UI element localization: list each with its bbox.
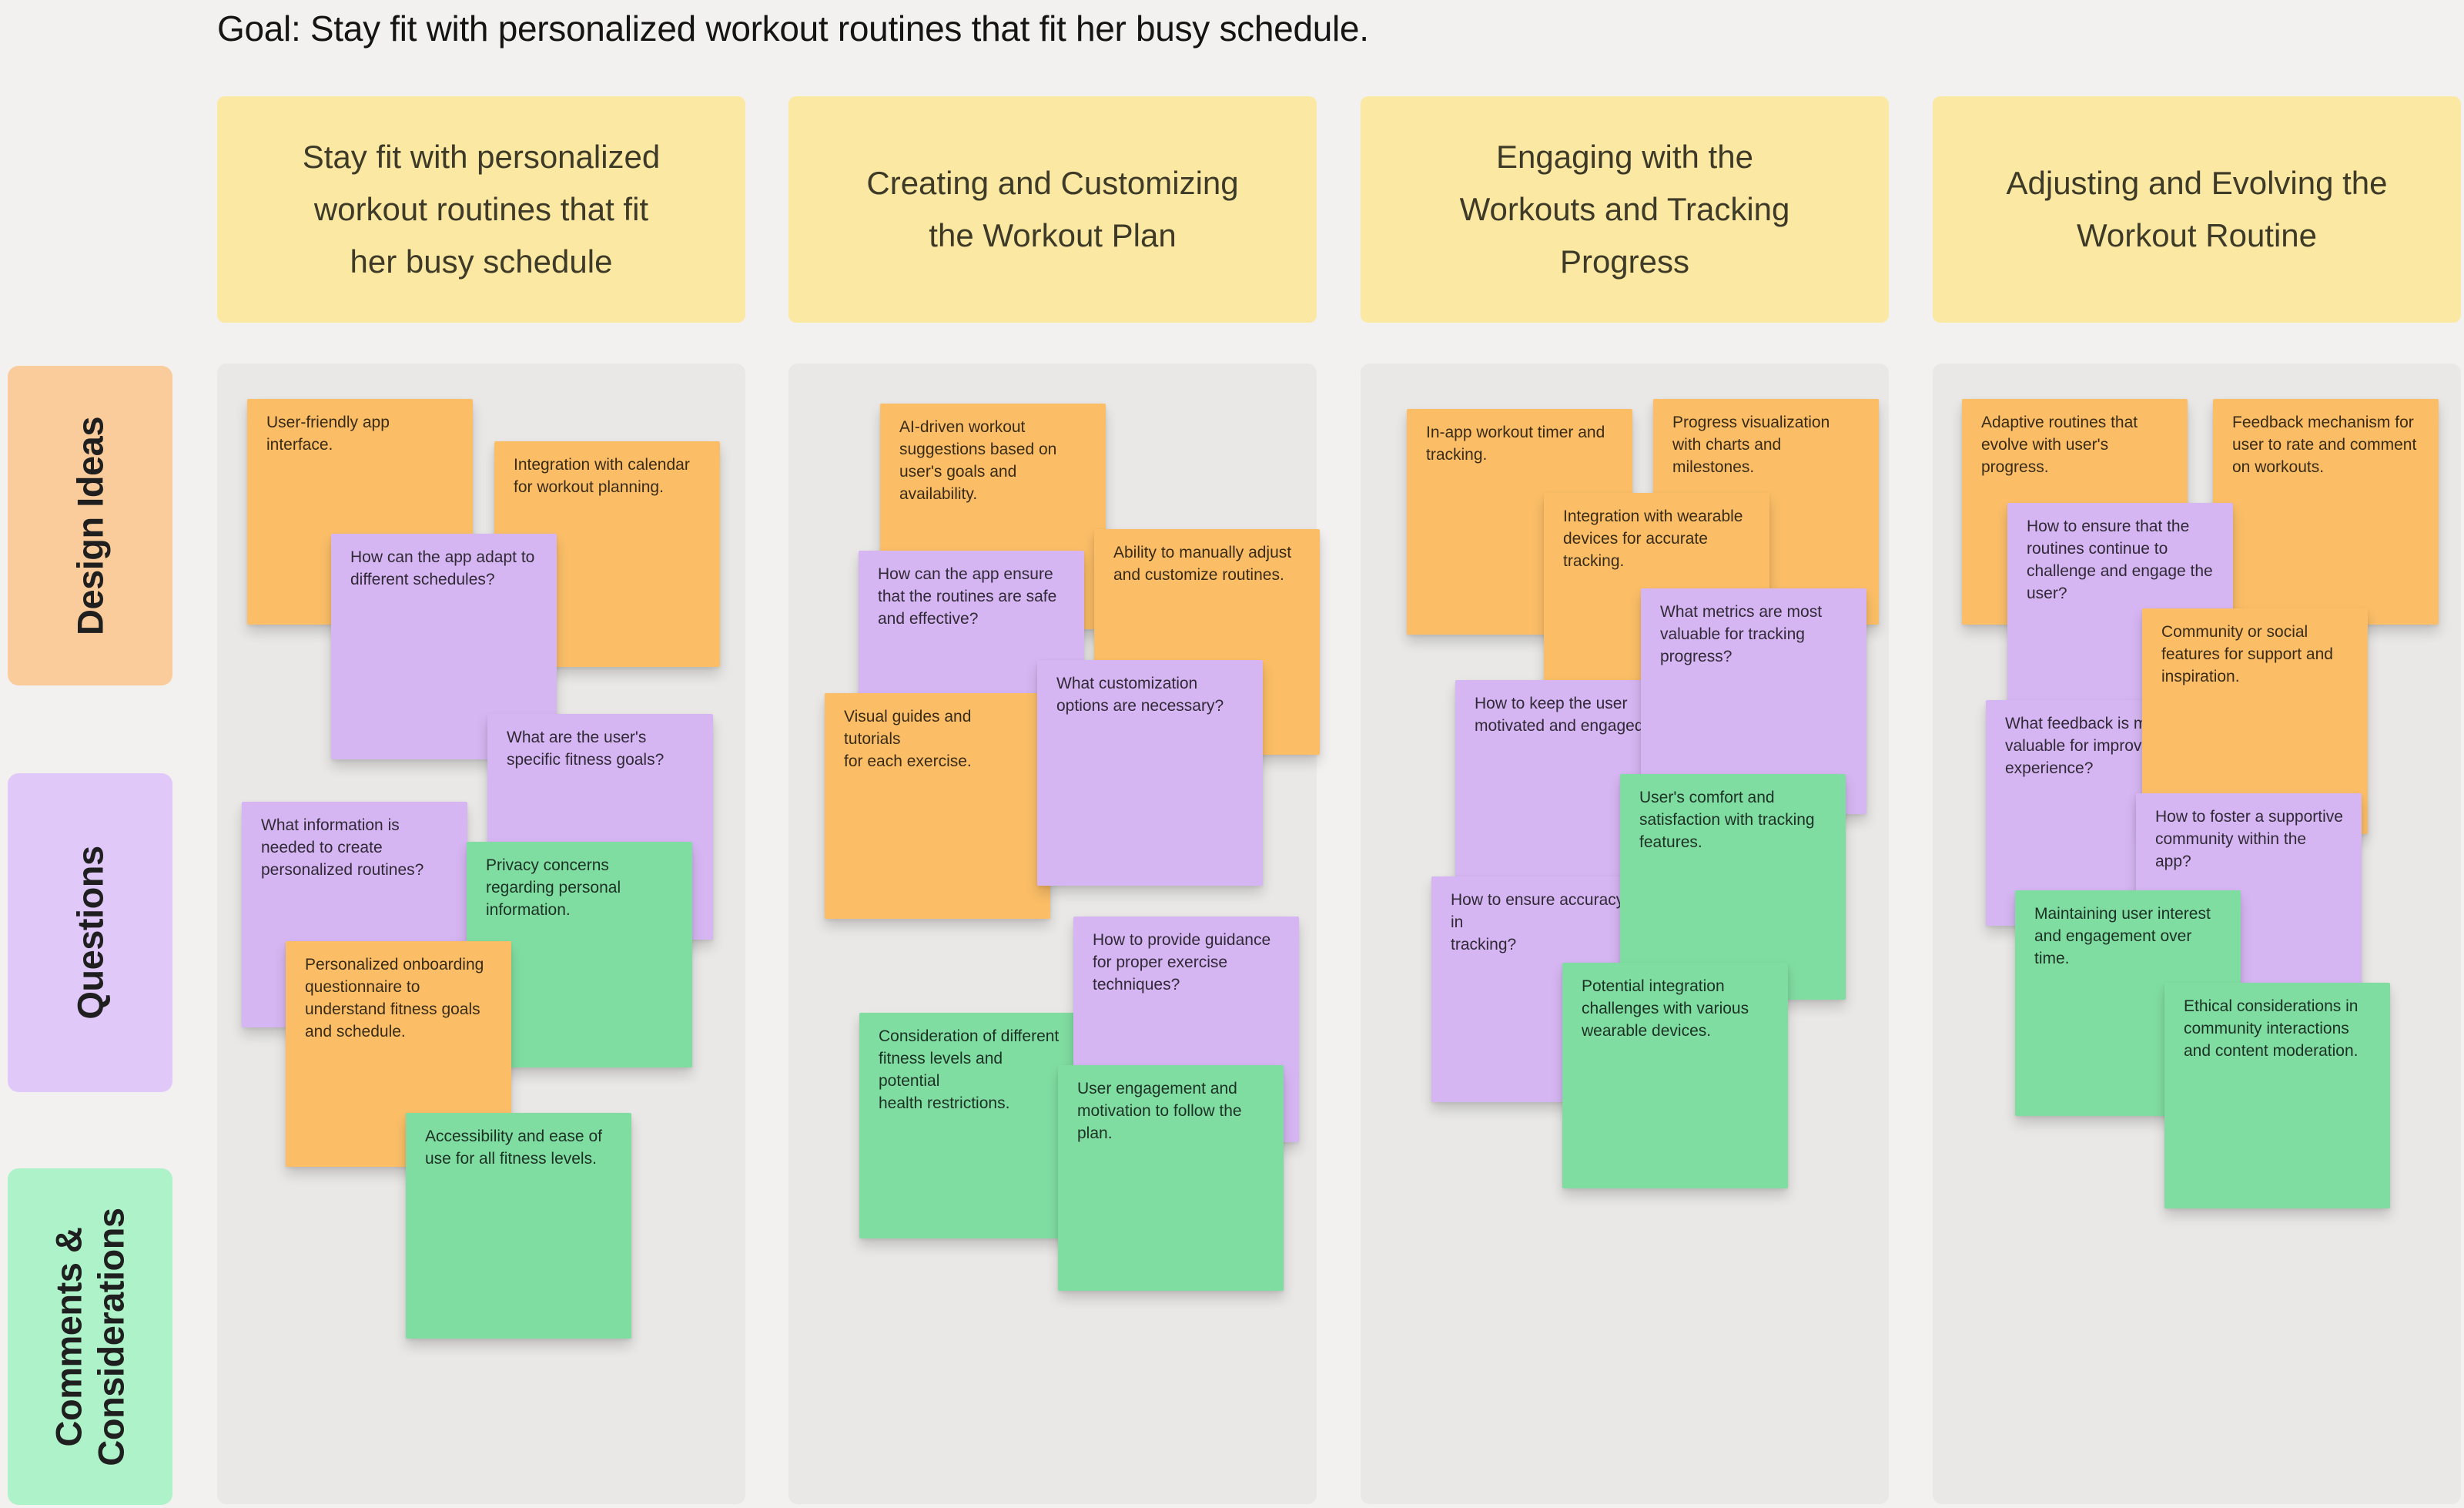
row-label-questions[interactable]: Questions	[8, 773, 172, 1092]
sticky-note-integration-challenges[interactable]: Potential integration challenges with va…	[1562, 963, 1788, 1188]
row-label-design-ideas[interactable]: Design Ideas	[8, 366, 172, 685]
row-label-comments-considerations[interactable]: Comments & Considerations	[8, 1168, 172, 1505]
sticky-note-feedback-mechanism[interactable]: Feedback mechanism for user to rate and …	[2213, 399, 2439, 625]
sticky-note-accessibility[interactable]: Accessibility and ease of use for all fi…	[406, 1113, 631, 1339]
column-header-engaging-tracking[interactable]: Engaging with the Workouts and Tracking …	[1361, 96, 1889, 323]
column-header-adjusting-evolving[interactable]: Adjusting and Evolving the Workout Routi…	[1933, 96, 2461, 323]
sticky-note-visual-guides[interactable]: Visual guides and tutorials for each exe…	[825, 693, 1050, 919]
column-header-creating-plan[interactable]: Creating and Customizing the Workout Pla…	[788, 96, 1317, 323]
board-goal-text[interactable]: Goal: Stay fit with personalized workout…	[217, 8, 1369, 49]
sticky-note-fitness-levels-restrictions[interactable]: Consideration of different fitness level…	[859, 1013, 1085, 1238]
row-label-questions-text: Questions	[69, 846, 111, 1020]
sticky-note-adapt-schedules[interactable]: How can the app adapt to different sched…	[331, 534, 557, 759]
sticky-note-user-engagement-motivation[interactable]: User engagement and motivation to follow…	[1058, 1065, 1284, 1291]
row-label-comments-considerations-text: Comments & Considerations	[48, 1207, 132, 1466]
column-header-main-goal[interactable]: Stay fit with personalized workout routi…	[217, 96, 745, 323]
sticky-note-ethical-considerations[interactable]: Ethical considerations in community inte…	[2164, 983, 2390, 1208]
sticky-note-comfort-satisfaction[interactable]: User's comfort and satisfaction with tra…	[1620, 774, 1846, 1000]
row-label-design-ideas-text: Design Ideas	[69, 416, 111, 635]
sticky-note-customization-options[interactable]: What customization options are necessary…	[1037, 660, 1263, 886]
